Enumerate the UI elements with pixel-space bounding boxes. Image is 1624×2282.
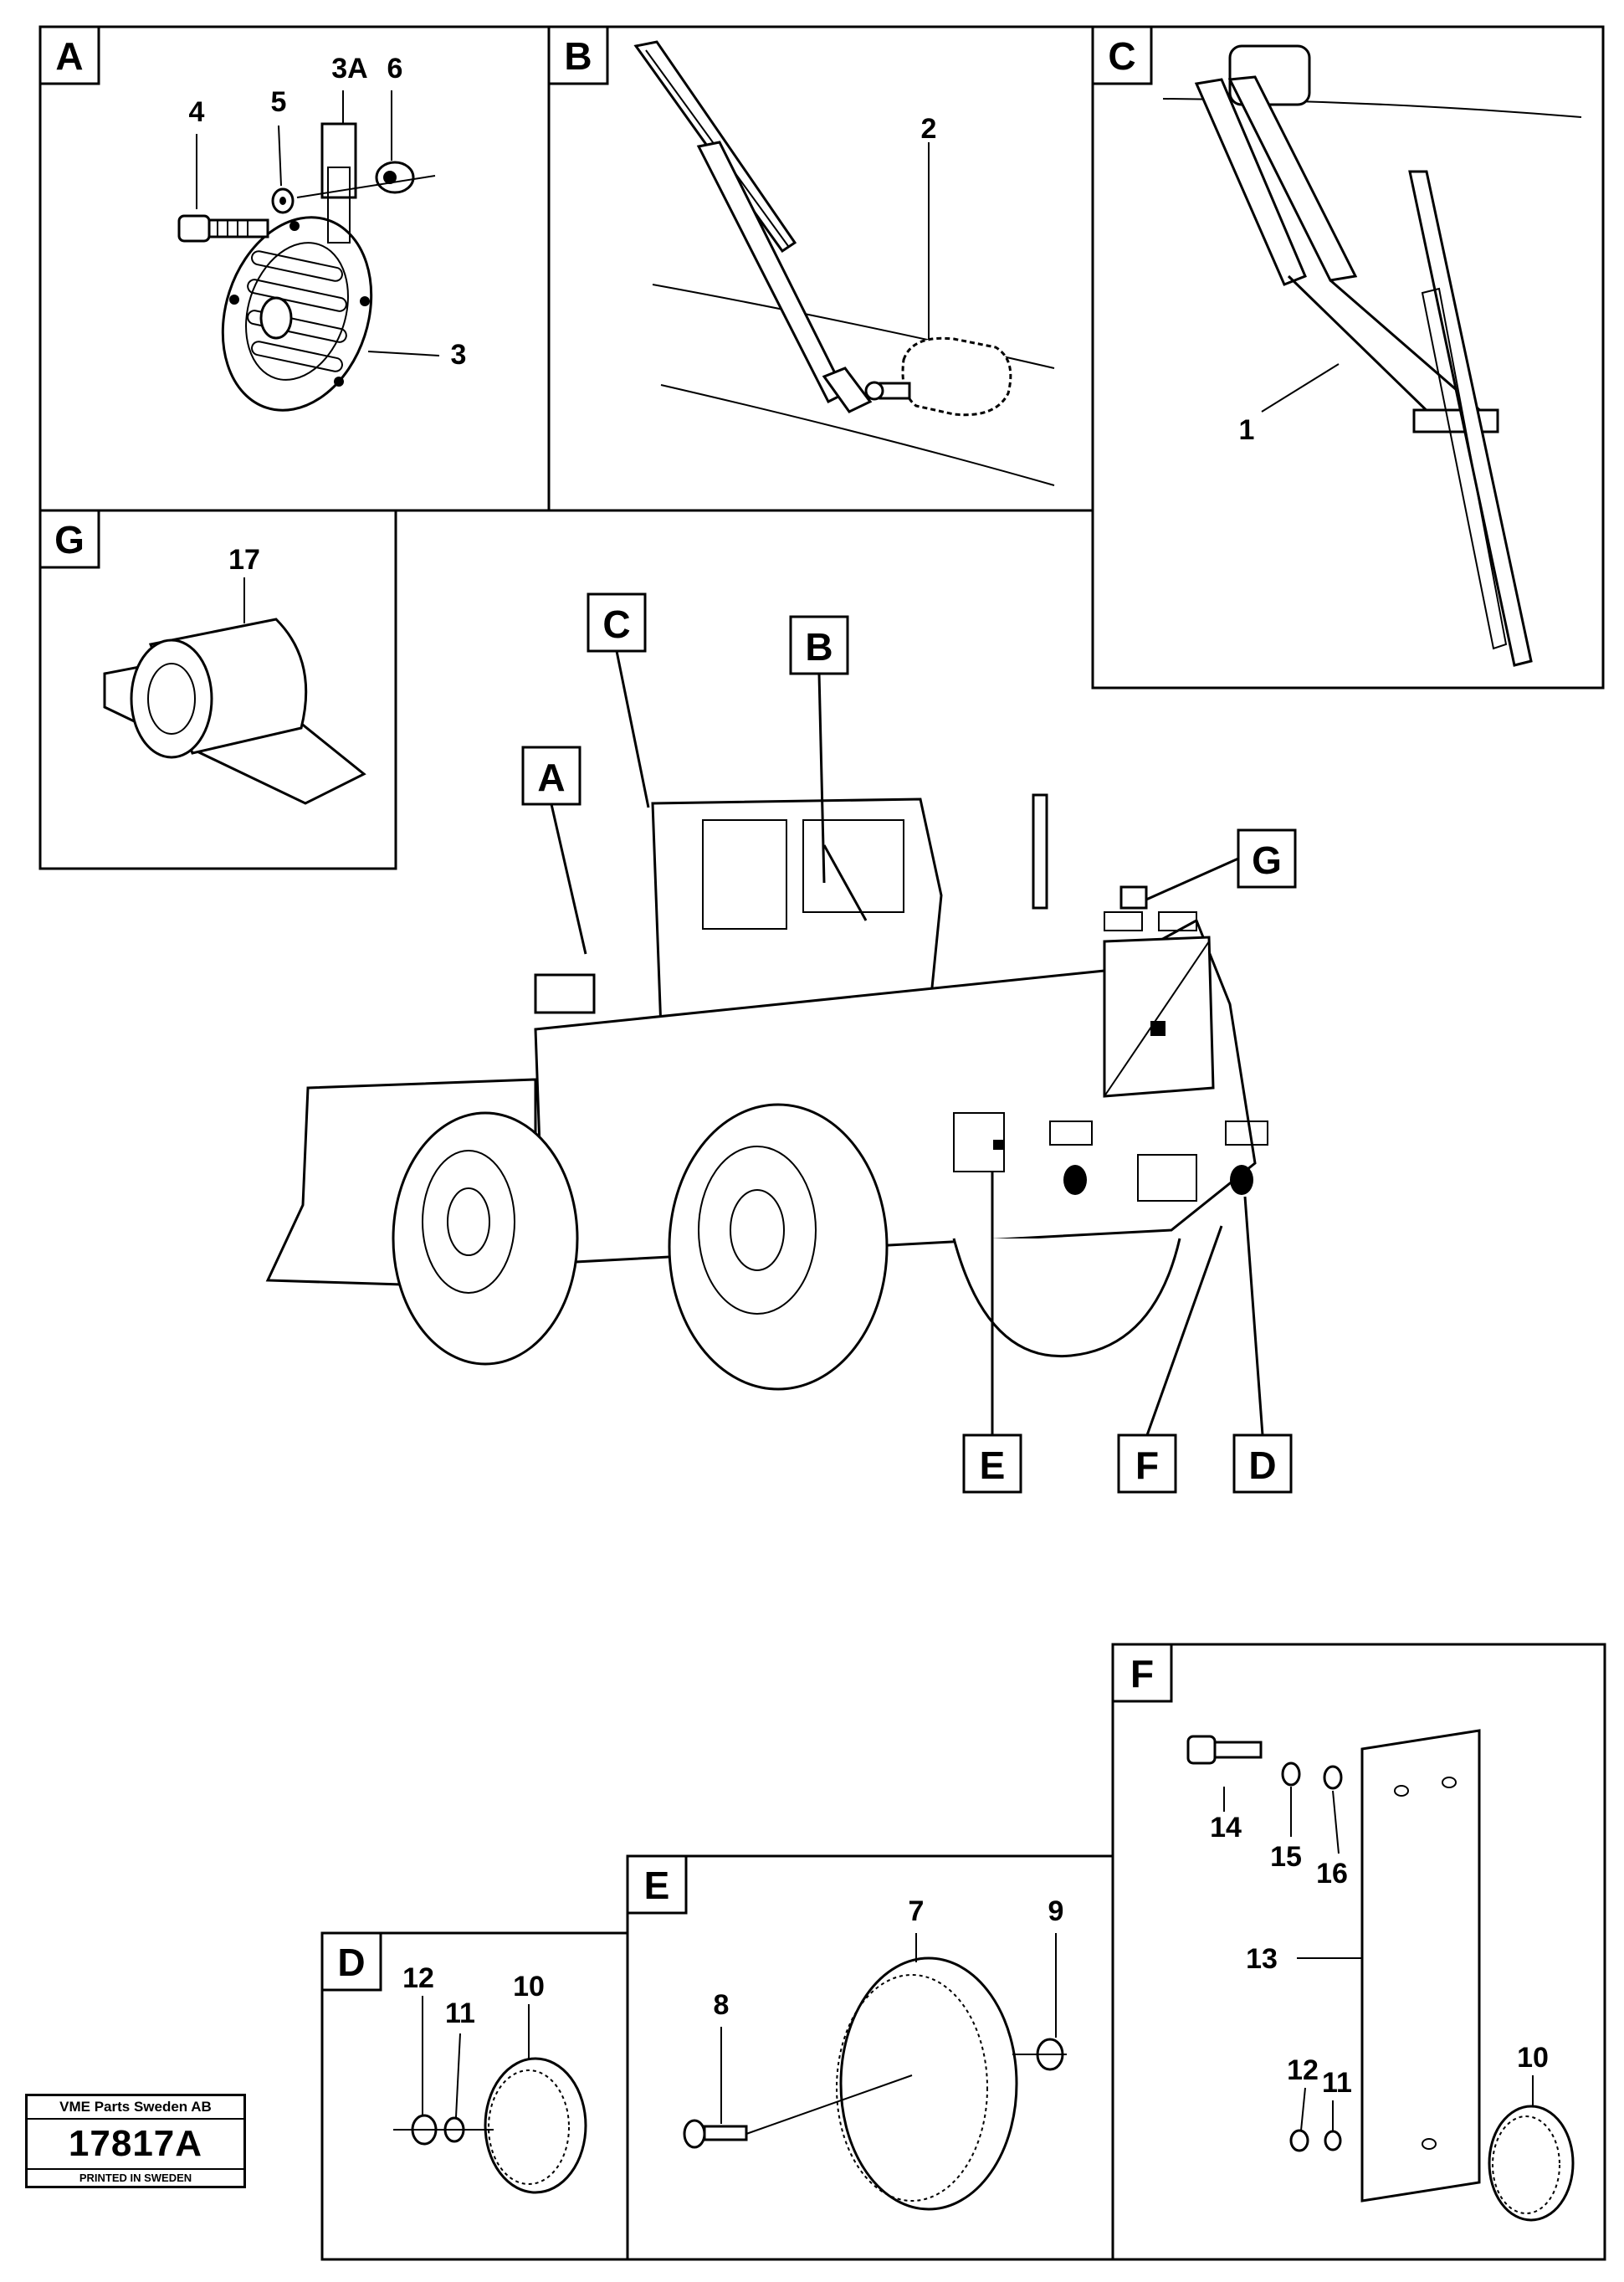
- part-number-3a: 3A: [331, 53, 367, 85]
- drawing-stamp: VME Parts Sweden AB 17817A PRINTED IN SW…: [25, 2094, 246, 2188]
- bracket-plate-icon: [1360, 1729, 1481, 2203]
- panel-f-letter: F: [1130, 1652, 1154, 1695]
- panel-a-letter-box: [38, 25, 100, 85]
- panel-c-letter: C: [1108, 34, 1135, 78]
- panel-b-frame: [547, 25, 1094, 512]
- callout-g-letter: G: [1252, 838, 1282, 882]
- part-number-2: 2: [921, 113, 937, 145]
- panel-a-letter: A: [55, 34, 83, 78]
- screw-icon: [683, 2119, 748, 2149]
- panel-a: A: [38, 25, 551, 512]
- callout-c: C: [587, 592, 650, 808]
- panel-c-frame: [1091, 25, 1605, 690]
- panel-f: F 14 15 16 13 12 11 10: [1111, 1643, 1606, 2261]
- panel-g-letter: G: [54, 518, 85, 562]
- panel-g: G 17: [38, 509, 397, 870]
- nut-icon: [1289, 2129, 1309, 2152]
- bolt-icon: [1186, 1735, 1263, 1765]
- part-number-10: 10: [513, 1971, 545, 2003]
- callout-g: G: [1145, 828, 1297, 901]
- callout-e: E: [962, 1172, 1022, 1494]
- part-number-10: 10: [1517, 2042, 1549, 2074]
- part-number-17: 17: [228, 544, 260, 576]
- reflector-icon: [1488, 2105, 1575, 2222]
- part-number-13: 13: [1246, 1943, 1278, 1975]
- rear-wheel-icon: [952, 1238, 1181, 1358]
- part-number-1: 1: [1239, 414, 1255, 446]
- panel-e-letter: E: [644, 1864, 670, 1907]
- panel-b: B 2: [547, 25, 1094, 512]
- callout-d-letter: D: [1248, 1444, 1276, 1487]
- cab-icon: [651, 797, 943, 1031]
- washer-icon: [1323, 1765, 1343, 1790]
- part-number-15: 15: [1270, 1841, 1302, 1873]
- callout-f: F: [1117, 1225, 1223, 1494]
- callout-c-letter: C: [602, 603, 630, 646]
- panel-c: C 1: [1091, 25, 1605, 690]
- callout-f-letter: F: [1135, 1444, 1159, 1487]
- horn-icon: [221, 216, 373, 412]
- part-number-3: 3: [451, 339, 467, 371]
- panel-d: D 12 11 10: [320, 1931, 629, 2261]
- part-number-5: 5: [271, 86, 287, 118]
- panel-d-letter: D: [337, 1941, 365, 1984]
- part-number-12: 12: [1287, 2054, 1319, 2086]
- wiper-blade-icon: [1408, 170, 1533, 667]
- buzzer-icon: [103, 618, 366, 805]
- panel-g-letter-box: [38, 509, 100, 569]
- panel-e-letter-box: [626, 1854, 688, 1915]
- wiper-blade-icon: [633, 40, 873, 413]
- callout-e-letter: E: [980, 1444, 1006, 1487]
- part-number-4: 4: [189, 96, 205, 128]
- part-number-12: 12: [402, 1962, 434, 1994]
- washer-icon: [1281, 1761, 1301, 1787]
- panel-b-letter: B: [564, 34, 592, 78]
- panel-b-letter-box: [547, 25, 609, 85]
- part-number-14: 14: [1210, 1812, 1242, 1844]
- callout-b: B: [789, 615, 868, 921]
- part-number-11: 11: [1322, 2067, 1352, 2099]
- reflector-icon: [836, 1956, 1018, 2211]
- panel-g-frame: [38, 509, 397, 870]
- part-number-7: 7: [909, 1895, 925, 1927]
- callout-b-letter: B: [805, 625, 832, 669]
- part-number-9: 9: [1048, 1895, 1064, 1927]
- panel-f-letter-box: [1111, 1643, 1173, 1703]
- part-number-16: 16: [1316, 1858, 1348, 1890]
- washer-icon: [1324, 2130, 1342, 2151]
- wheel-loader-illustration: [265, 793, 1268, 1391]
- wiper-motor-icon: [864, 336, 1012, 417]
- callout-d: D: [1232, 1196, 1293, 1494]
- panel-e: E 7 8 9: [626, 1854, 1114, 2261]
- reflector-icon: [484, 2057, 587, 2194]
- bolt-icon: [177, 214, 269, 243]
- middle-wheel-icon: [668, 1103, 889, 1391]
- callout-a: A: [521, 746, 587, 955]
- wiper-arm-icon: [1194, 75, 1499, 433]
- front-wheel-icon: [392, 1111, 579, 1366]
- rear-reflector-right-icon: [1230, 1165, 1253, 1195]
- callout-a-letter: A: [537, 756, 565, 799]
- printed-note: PRINTED IN SWEDEN: [79, 2172, 192, 2184]
- panel-d-letter-box: [320, 1931, 382, 1992]
- rear-reflector-left-icon: [1063, 1165, 1087, 1195]
- panel-c-letter-box: [1091, 25, 1153, 85]
- company-name: VME Parts Sweden AB: [28, 2096, 243, 2120]
- part-number-11: 11: [445, 1997, 475, 2029]
- panel-f-frame: [1111, 1643, 1606, 2261]
- part-number-8: 8: [714, 1989, 730, 2021]
- drawing-number: 17817A: [28, 2120, 243, 2170]
- part-number-6: 6: [387, 53, 403, 85]
